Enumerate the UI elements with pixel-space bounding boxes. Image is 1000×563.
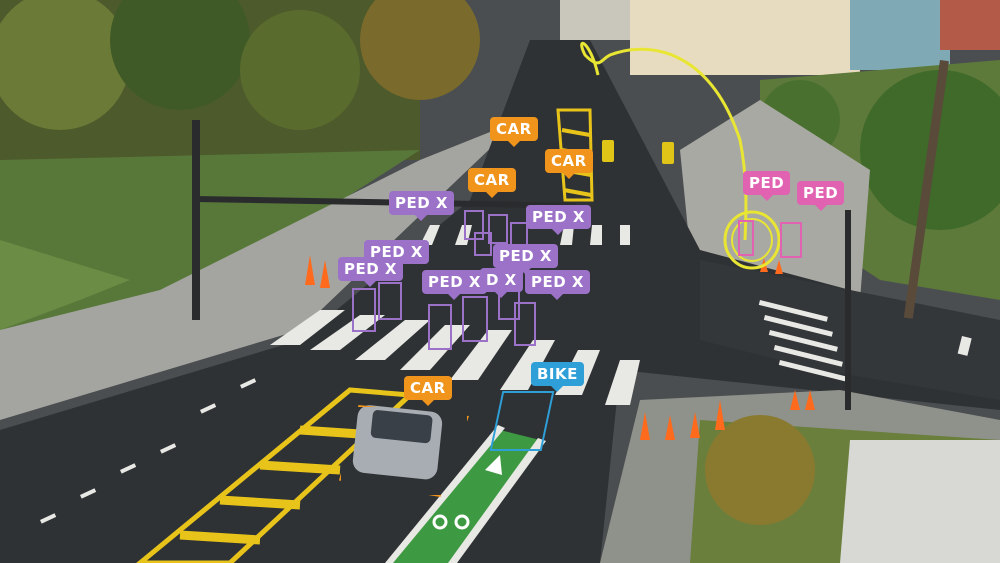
car-label-1: CAR — [490, 117, 538, 147]
ped-x-bounding-box-9 — [474, 232, 492, 256]
ped-label-1: PED — [743, 171, 791, 201]
ped-x-label-5: PED X — [338, 257, 403, 287]
car-label-3: CAR — [468, 168, 516, 198]
ped-x-bounding-box-1 — [352, 288, 376, 332]
car-label-4: CAR — [404, 376, 452, 406]
ped-x-label-8: PED X — [525, 270, 590, 300]
ped-x-label-7: PED X — [422, 270, 487, 300]
ped-x-bounding-box-2 — [378, 282, 402, 320]
pedestrian-track-ring-outer — [723, 210, 781, 270]
ped-x-bounding-box-6 — [514, 302, 536, 346]
ped-x-label-2: PED X — [526, 205, 591, 235]
car-label-2: CAR — [545, 149, 593, 179]
ped-label-2: PED — [797, 181, 845, 211]
ped-x-label-6: D X — [480, 268, 523, 298]
ped-x-label-4: PED X — [493, 244, 558, 274]
ped-bounding-box-2 — [780, 222, 802, 258]
pedestrian-trajectory-line — [580, 42, 748, 241]
ped-x-bounding-box-3 — [428, 304, 452, 350]
ped-x-bounding-box-4 — [462, 296, 488, 342]
bike-label: BIKE — [531, 362, 584, 392]
ped-bounding-box-1 — [738, 220, 754, 256]
pedestrian-track-ring-inner — [731, 218, 773, 262]
ped-x-bounding-box-8 — [488, 214, 508, 244]
ped-x-label-1: PED X — [389, 191, 454, 221]
